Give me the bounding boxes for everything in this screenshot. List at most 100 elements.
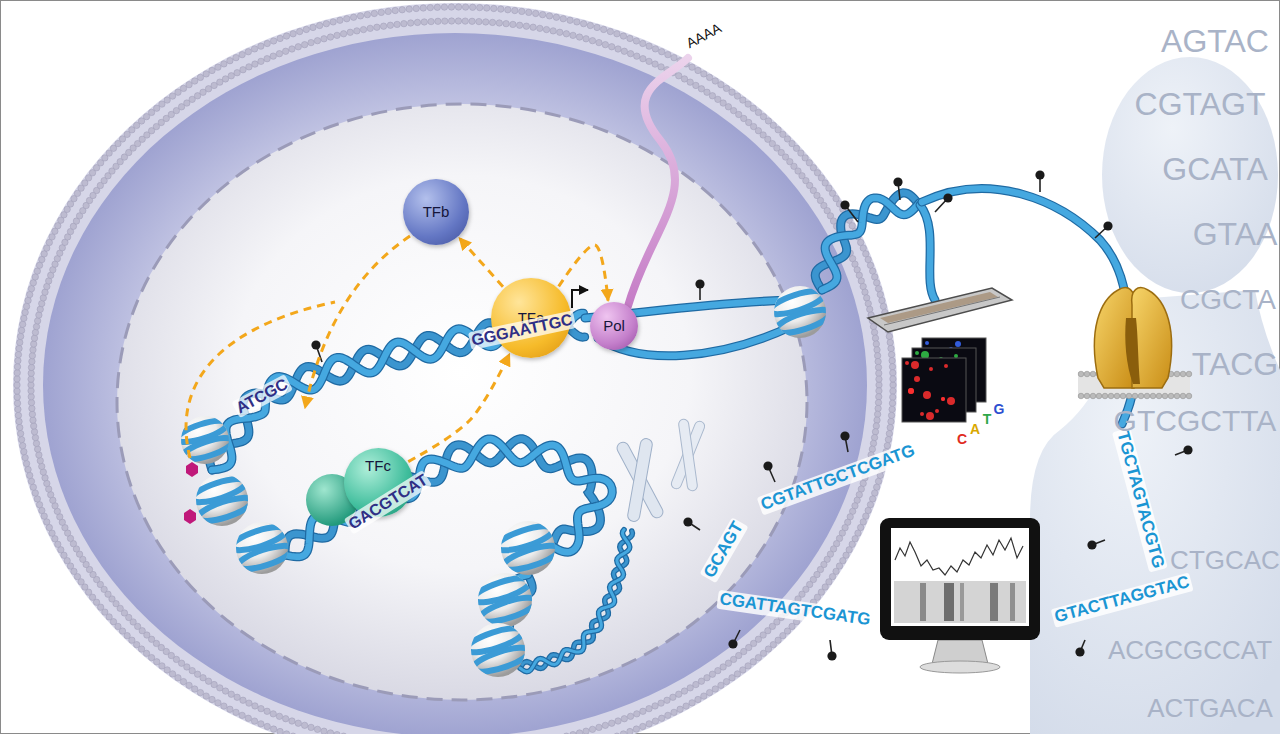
- lipid-head: [526, 9, 532, 15]
- lipid-head: [745, 663, 751, 669]
- methyl-mark: [1035, 170, 1044, 192]
- lipid-head: [357, 13, 363, 19]
- lipid-head: [251, 46, 257, 52]
- gel-band: [990, 583, 998, 621]
- lipid-head: [718, 81, 724, 87]
- lipid-head: [609, 720, 615, 726]
- nucleosome: [471, 573, 539, 627]
- lipid-head: [876, 394, 882, 400]
- lipid-head: [652, 46, 658, 52]
- lipid-head: [159, 101, 165, 107]
- lipid-head: [873, 341, 879, 347]
- lipid-head: [869, 446, 875, 452]
- lipid-head: [740, 667, 746, 673]
- lipid-head: [200, 89, 206, 95]
- lipid-head: [360, 26, 366, 32]
- lipid-head: [876, 388, 882, 394]
- lipid-head: [706, 689, 712, 695]
- lipid-head: [14, 376, 20, 382]
- lipid-head: [441, 4, 447, 10]
- array-spot: [929, 367, 933, 371]
- lipid-head: [543, 26, 549, 32]
- methyl-head: [763, 461, 772, 470]
- lipid-head: [523, 23, 529, 29]
- lipid-head: [750, 105, 756, 111]
- background-sequence: CGCTA: [1180, 285, 1276, 316]
- lipid-head: [270, 726, 276, 732]
- methyl-head: [311, 340, 320, 349]
- lipid-head: [240, 67, 246, 73]
- lipid-head: [378, 9, 384, 15]
- lipid-head: [44, 519, 50, 525]
- lipid-head: [576, 730, 582, 734]
- lipid-head: [740, 97, 746, 103]
- lipid-head: [665, 51, 671, 57]
- lipid-head: [519, 8, 525, 14]
- lipid-head: [14, 394, 20, 400]
- lipid-head: [884, 442, 890, 448]
- lipid-head: [34, 446, 40, 452]
- lipid-head: [620, 33, 626, 39]
- lipid-head: [154, 105, 160, 111]
- lipid-head: [22, 454, 28, 460]
- lipid-head: [39, 463, 45, 469]
- lipid-head: [34, 496, 40, 502]
- lipid-head: [652, 718, 658, 724]
- lipid-head: [888, 351, 894, 357]
- lipid-head: [30, 347, 36, 353]
- lipid-head: [234, 70, 240, 76]
- lipid-head: [435, 18, 441, 24]
- lipid-head: [28, 388, 34, 394]
- lipid-head: [30, 484, 36, 490]
- lipid-head: [245, 49, 251, 55]
- lipid-head: [870, 440, 876, 446]
- lipid-head: [1180, 371, 1186, 377]
- lipid-head: [203, 693, 209, 699]
- array-image-frame: [902, 358, 966, 422]
- lipid-head: [264, 40, 270, 46]
- microarray: [868, 288, 1012, 332]
- lipid-head: [745, 101, 751, 107]
- lipid-head: [192, 78, 198, 84]
- lipid-head: [217, 79, 223, 85]
- lipid-head: [36, 452, 42, 458]
- monitor-base: [920, 661, 1000, 673]
- lipid-head: [1114, 393, 1120, 399]
- lipid-head: [557, 29, 563, 35]
- methyl-head: [1183, 445, 1192, 454]
- lipid-head: [314, 37, 320, 43]
- lipid-head: [760, 650, 766, 656]
- lipid-head: [270, 38, 276, 44]
- methyl-head: [840, 200, 849, 209]
- cell-membrane-band: [13, 3, 897, 734]
- lipid-head: [875, 478, 881, 484]
- array-spot: [941, 397, 945, 401]
- lipid-head: [723, 678, 729, 684]
- lipid-head: [148, 109, 154, 115]
- factor-name: TFb: [423, 204, 450, 221]
- lipid-head: [19, 321, 25, 327]
- nucleosome: [175, 416, 235, 464]
- lipid-head: [321, 728, 327, 734]
- monitor-neck: [932, 640, 988, 664]
- methyl-mark: [728, 630, 740, 649]
- lipid-head: [570, 731, 576, 734]
- lipid-head: [186, 682, 192, 688]
- lipid-head: [530, 24, 536, 30]
- unwound-dna: [585, 300, 792, 356]
- lipid-head: [31, 429, 37, 435]
- lipid-head: [27, 472, 33, 478]
- methylation-marks: [311, 170, 1192, 660]
- array-spot: [926, 412, 934, 420]
- lipid-head: [871, 329, 877, 335]
- lipid-head: [676, 691, 682, 697]
- background-sequence: AGTAC: [1161, 24, 1269, 59]
- lipid-head: [693, 681, 699, 687]
- lipid-head: [614, 733, 620, 734]
- lipid-head: [640, 56, 646, 62]
- methyl-head: [1035, 170, 1044, 179]
- lipid-head: [583, 728, 589, 734]
- dna-wrap: [477, 593, 538, 627]
- lipid-head: [276, 50, 282, 56]
- lipid-head: [677, 706, 683, 712]
